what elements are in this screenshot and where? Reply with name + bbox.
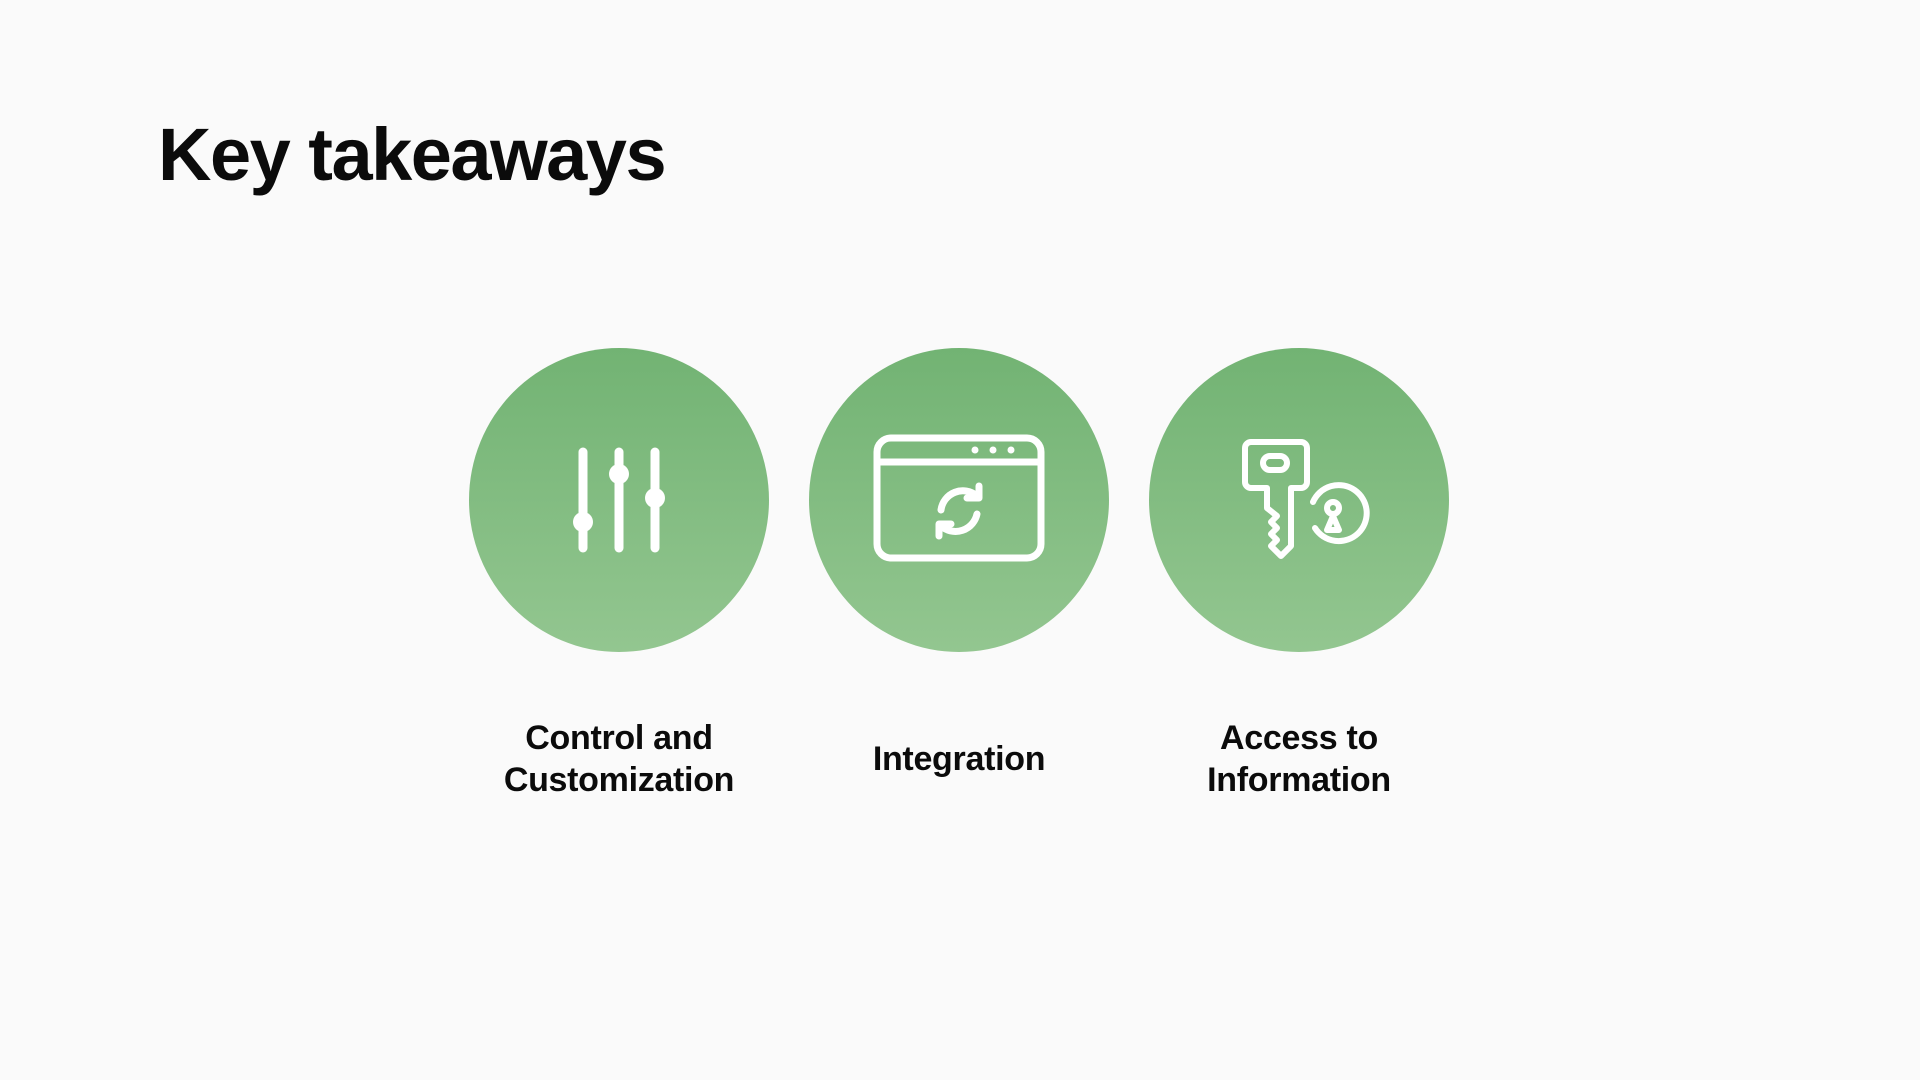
key-lock-icon	[1242, 439, 1370, 559]
icon-circle	[809, 348, 1109, 652]
browser-sync-icon	[873, 434, 1045, 562]
takeaway-integration: Integration	[809, 348, 1109, 804]
takeaway-label: Control and Customization	[503, 718, 735, 800]
takeaway-access-information: Access to Information	[1149, 348, 1449, 804]
takeaway-control-customization: Control and Customization	[469, 348, 769, 804]
icon-circle	[469, 348, 769, 652]
page-title: Key takeaways	[158, 113, 667, 196]
takeaway-label: Access to Information	[1207, 718, 1391, 800]
icon-circle	[1149, 348, 1449, 652]
sliders-icon	[573, 447, 665, 553]
takeaway-label: Integration	[872, 739, 1046, 778]
